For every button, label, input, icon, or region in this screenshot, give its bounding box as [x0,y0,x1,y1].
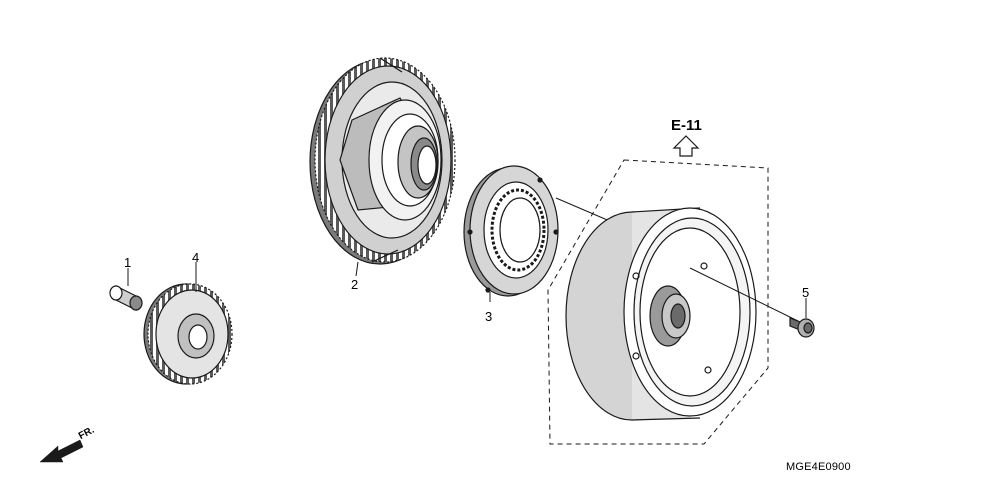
callout-1: 1 [124,255,132,270]
reference-label: E-11 [671,117,702,134]
callout-5: 5 [802,285,810,300]
diagram-code: MGE4E0900 [786,461,851,473]
large-gear-part-2 [309,57,456,265]
callout-4: 4 [192,250,200,265]
bolt-part-5 [789,317,815,338]
callout-3: 3 [485,309,493,324]
starter-clutch-part-3 [463,165,559,297]
assembly-dashed-outline [547,159,769,445]
front-direction-arrow-icon [39,439,84,463]
shaft-pin-part-1 [109,285,143,311]
callout-leaders [127,261,807,318]
flywheel-rotor [565,207,757,421]
reference-up-arrow-icon [672,135,700,157]
small-gear-part-4 [143,283,233,385]
callout-2: 2 [351,277,359,292]
